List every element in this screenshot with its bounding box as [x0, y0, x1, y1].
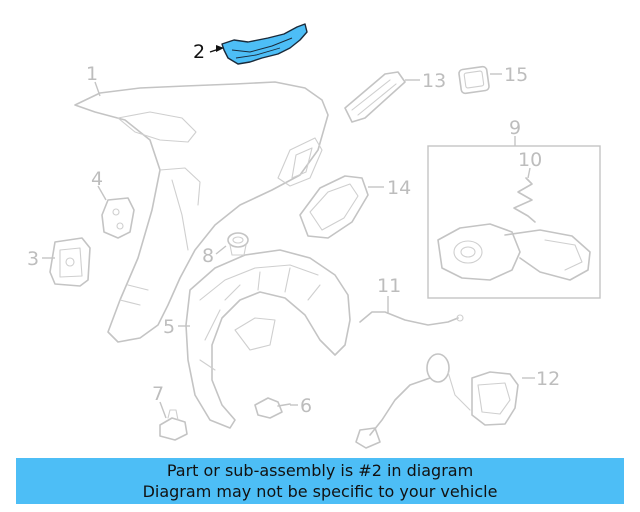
parts-diagram: 1 2 3 4 5 6 7 8 9 10 11 12 13 14 15: [27, 23, 601, 449]
callout-10: 10: [518, 149, 542, 171]
part-2-bracket: [221, 23, 308, 65]
callout-12: 12: [536, 368, 560, 390]
callout-3: 3: [27, 248, 39, 270]
banner-line-2: Diagram may not be specific to your vehi…: [142, 482, 498, 501]
callout-11: 11: [377, 275, 401, 297]
callout-13: 13: [422, 70, 446, 92]
part-4-bracket: [101, 197, 135, 239]
part-11-cable: [359, 311, 464, 326]
part-1-quarter-panel: [74, 81, 329, 343]
part-10-spring: [513, 177, 536, 223]
part-12-actuator: [355, 353, 519, 449]
part-15-pad: [458, 65, 490, 95]
callout-8: 8: [202, 245, 214, 267]
leader-lines: [42, 45, 535, 419]
part-5-wheel-liner: [185, 249, 351, 429]
callout-1: 1: [86, 63, 98, 85]
part-8-grommet: [227, 232, 249, 256]
callout-labels: 1 2 3 4 5 6 7 8 9 10 11 12 13 14 15: [27, 41, 560, 417]
banner-line-1: Part or sub-assembly is #2 in diagram: [166, 461, 474, 480]
part-14-housing: [299, 175, 369, 239]
part-9-fuel-door-assembly: [427, 145, 601, 299]
callout-4: 4: [91, 168, 103, 190]
callout-14: 14: [387, 177, 411, 199]
part-6-bolt: [254, 397, 291, 419]
callout-6: 6: [300, 395, 312, 417]
part-3-bracket: [49, 237, 91, 287]
part-7-clip: [159, 409, 188, 441]
callout-2: 2: [193, 41, 205, 63]
info-banner: Part or sub-assembly is #2 in diagram Di…: [16, 458, 624, 504]
part-13-trim: [344, 71, 406, 123]
callout-15: 15: [504, 64, 528, 86]
callout-7: 7: [152, 383, 164, 405]
callout-9: 9: [509, 117, 521, 139]
callout-5: 5: [163, 316, 175, 338]
